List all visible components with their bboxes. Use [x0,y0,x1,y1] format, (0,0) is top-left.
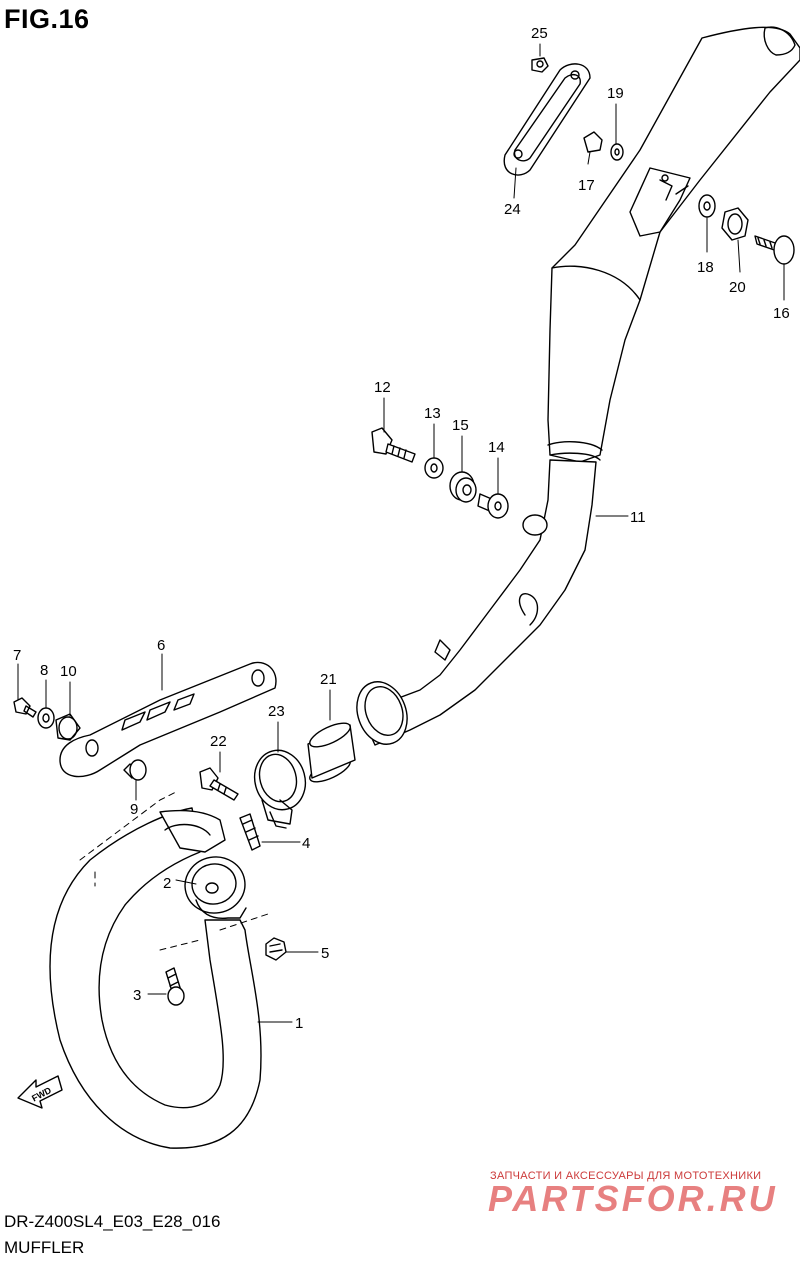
nut-17 [583,131,603,153]
tail-pipe [356,459,597,746]
nut-25 [531,57,549,73]
figure-code: DR-Z400SL4_E03_E28_016 [4,1212,221,1231]
bolt-3 [165,967,185,1006]
bolt-12 [371,427,416,463]
callout-5: 5 [321,945,329,962]
gasket-21 [307,722,356,783]
callout-1: 1 [295,1015,303,1032]
exhaust-pipe [49,807,262,1149]
callout-7: 7 [13,647,21,664]
bolt-7 [13,697,37,718]
fwd-arrow-icon [17,1075,63,1109]
callout-19: 19 [607,85,624,102]
callout-6: 6 [157,637,165,654]
callout-9: 9 [130,801,138,818]
callout-23: 23 [268,703,285,720]
assembly-guides [79,791,269,951]
callout-17: 17 [578,177,595,194]
clamp-23 [253,749,307,829]
stud-4 [239,813,261,851]
callout-18: 18 [697,259,714,276]
washer-18 [698,194,716,218]
callout-21: 21 [320,671,337,688]
callout-24: 24 [504,201,521,218]
bolt-22 [199,767,239,801]
callout-14: 14 [488,439,505,456]
callout-12: 12 [374,379,391,396]
callout-10: 10 [60,663,77,680]
bracket-24 [503,63,591,176]
callout-22: 22 [210,733,227,750]
callout-20: 20 [729,279,746,296]
callout-2: 2 [163,875,171,892]
callout-3: 3 [133,987,141,1004]
section-title: MUFFLER [4,1238,85,1257]
watermark-tagline: ЗАПЧАСТИ И АКСЕССУАРЫ ДЛЯ МОТОТЕХНИКИ [490,1170,762,1182]
figure-title: FIG.16 [4,4,90,34]
callout-15: 15 [452,417,469,434]
collar-10 [55,713,81,741]
callout-16: 16 [773,305,790,322]
washer-19 [610,143,624,161]
callout-8: 8 [40,662,48,679]
nut-5 [265,937,287,961]
muffler-body [547,26,800,463]
callout-4: 4 [302,835,310,852]
grommet-15 [449,471,477,503]
collar-14 [477,493,509,519]
leader-lines [17,43,785,1023]
bolt-16 [754,235,795,265]
callout-13: 13 [424,405,441,422]
washer-13 [424,457,444,479]
washer-8 [37,707,55,729]
bracket-6 [59,661,277,778]
bolt-9 [123,759,147,781]
callout-25: 25 [531,25,548,42]
watermark-logo: PARTSFOR.RU [488,1178,778,1219]
collar-20 [721,207,749,241]
callout-11: 11 [630,509,646,526]
